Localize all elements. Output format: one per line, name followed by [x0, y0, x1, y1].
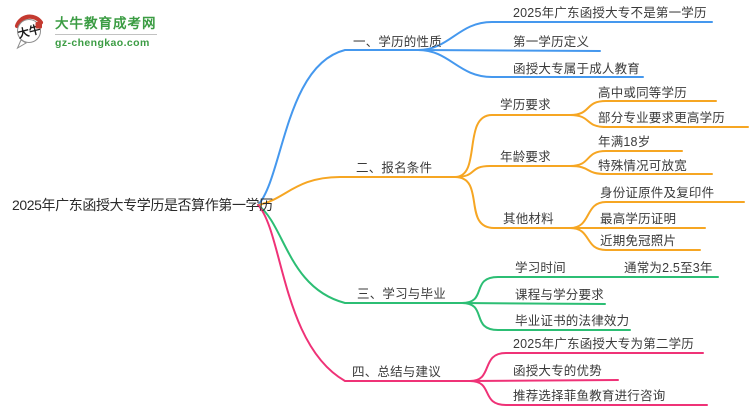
branch-4-leaf-3: 推荐选择菲鱼教育进行咨询	[513, 389, 666, 403]
branch-1-leaf-1: 2025年广东函授大专不是第一学历	[513, 6, 707, 20]
logo-seal-icon	[35, 22, 42, 29]
branch-3-label: 三、学习与毕业	[357, 287, 446, 301]
branch-2-sub-2-line	[454, 165, 571, 178]
logo-bubble-icon: 大牛	[14, 14, 44, 50]
branch-3-leaf-3: 毕业证书的法律效力	[515, 314, 630, 328]
branch-4-leaf-2: 函授大专的优势	[513, 364, 602, 378]
branch-4-leaf-1: 2025年广东函授大专为第二学历	[513, 337, 695, 351]
branch-3-sub-1: 学习时间	[515, 261, 566, 275]
branch-2-leaf-2-1: 年满18岁	[598, 135, 651, 149]
branch-3-leaf-line-2	[461, 302, 606, 305]
branch-3-leaf-2: 课程与学分要求	[515, 288, 604, 302]
root-topic: 2025年广东函授大专学历是否算作第一学历	[12, 197, 273, 213]
branch-2-label: 二、报名条件	[356, 161, 433, 175]
branch-1-label: 一、学历的性质	[353, 35, 442, 49]
branch-2-sub-1: 学历要求	[500, 98, 551, 112]
logo-site-domain: gz-chengkao.com	[55, 36, 150, 49]
branch-2-leaf-1-1: 高中或同等学历	[598, 86, 687, 100]
branch-2-leaf-3-3: 近期免冠照片	[600, 234, 677, 248]
branch-2-leaf-3-2: 最高学历证明	[600, 212, 677, 226]
branch-1-leaf-line-2	[417, 49, 601, 52]
logo-bubble-circle	[17, 19, 41, 43]
branch-2-leaf-3-1: 身份证原件及复印件	[600, 186, 715, 200]
branch-3-leaf-1-1: 通常为2.5至3年	[624, 261, 713, 275]
branch-1-trunk-line	[257, 49, 419, 206]
branch-2-trunk-line	[257, 176, 456, 206]
branch-2-sub-3: 其他材料	[503, 212, 554, 226]
branch-2-sub-1-line	[454, 114, 571, 178]
logo-divider	[55, 33, 157, 35]
branch-4-label: 四、总结与建议	[352, 365, 441, 379]
branch-2-leaf-2-2: 特殊情况可放宽	[598, 159, 687, 173]
site-logo: 大牛 大牛教育成考网 gz-chengkao.com	[12, 13, 157, 51]
logo-site-title: 大牛教育成考网	[55, 15, 157, 31]
logo-red-arc	[14, 14, 44, 29]
branch-2-sub-2: 年龄要求	[500, 150, 551, 164]
branch-2-leaf-1-2: 部分专业要求更高学历	[598, 111, 726, 125]
logo-text-block: 大牛教育成考网 gz-chengkao.com	[55, 16, 157, 49]
branch-4-leaf-line-2	[469, 379, 619, 382]
branch-1-leaf-3: 函授大专属于成人教育	[513, 62, 641, 76]
branch-1-leaf-2: 第一学历定义	[513, 35, 590, 49]
